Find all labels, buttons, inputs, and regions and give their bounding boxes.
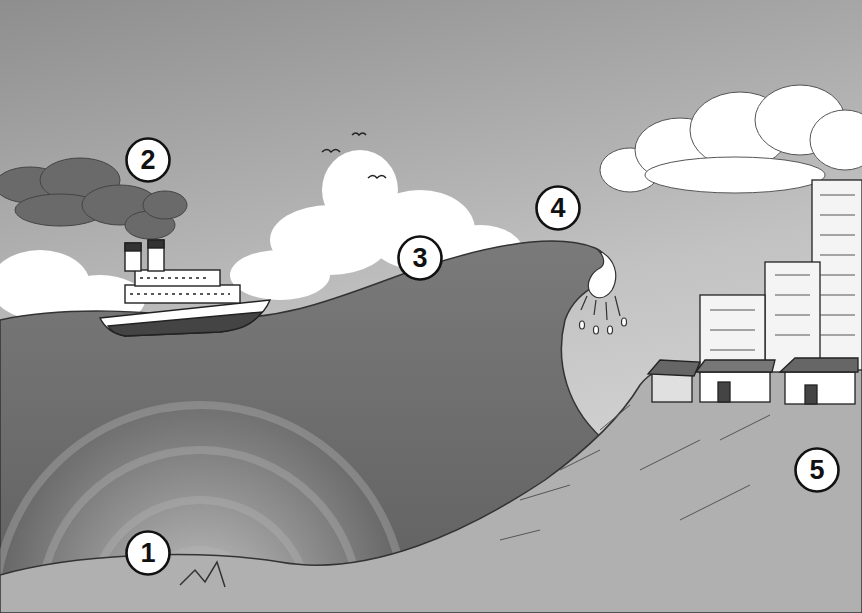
house <box>785 372 855 404</box>
foam <box>588 250 615 298</box>
roof <box>696 360 775 372</box>
tower <box>765 262 820 372</box>
rock-texture <box>180 405 770 587</box>
cloud <box>600 85 862 193</box>
bird <box>322 133 386 178</box>
roof <box>780 358 858 372</box>
door <box>805 385 817 404</box>
callout-number: 3 <box>412 245 427 272</box>
windows <box>710 310 755 350</box>
cloud <box>645 157 825 193</box>
ship <box>100 240 270 336</box>
bird <box>352 133 366 135</box>
drop <box>608 326 613 334</box>
windows <box>710 195 855 350</box>
windows <box>820 195 855 335</box>
drop <box>622 318 627 326</box>
windows <box>775 275 810 335</box>
funnel <box>148 240 164 271</box>
door <box>718 382 730 402</box>
house <box>700 372 770 402</box>
callout-circle: 2 <box>125 137 171 183</box>
callout-number: 2 <box>140 147 155 174</box>
funnel-band <box>148 240 164 248</box>
fault-crack <box>180 562 225 587</box>
ship-hull <box>100 300 270 336</box>
bird <box>368 176 386 179</box>
callout-circle: 3 <box>397 235 443 281</box>
callout-outline <box>796 449 839 492</box>
callout-outline <box>127 532 170 575</box>
callout-number: 1 <box>140 540 155 567</box>
drop <box>594 326 599 334</box>
callout-number: 5 <box>809 457 824 484</box>
callout-circle: 4 <box>535 185 581 231</box>
city <box>648 180 862 404</box>
ship-hull <box>108 312 262 336</box>
callout-circle: 1 <box>125 530 171 576</box>
bird <box>322 150 340 153</box>
funnel-band <box>125 243 141 251</box>
callout-number: 4 <box>550 195 565 222</box>
ship-windows <box>130 278 230 294</box>
callout-outline <box>127 139 170 182</box>
callout-circle: 5 <box>794 447 840 493</box>
cloud <box>810 110 862 170</box>
smoke <box>143 191 187 219</box>
house <box>652 372 692 402</box>
callout-outline <box>537 187 580 230</box>
drop <box>580 321 585 329</box>
funnel <box>125 243 141 271</box>
seabed-and-coast <box>0 362 862 613</box>
spray <box>581 296 620 320</box>
callout-outline <box>399 237 442 280</box>
roof <box>648 360 700 376</box>
hatching <box>500 405 770 540</box>
wave-foam <box>580 250 627 334</box>
